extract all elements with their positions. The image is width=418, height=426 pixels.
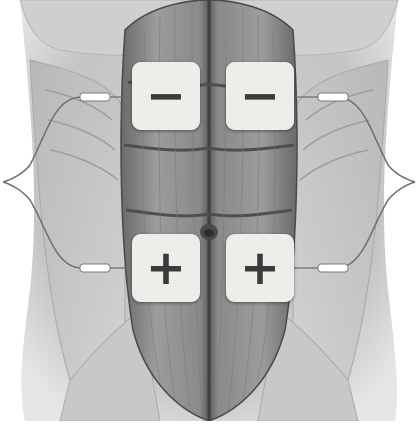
electrode-pad-top-left[interactable]: − [132,62,200,130]
plus-symbol: + [240,244,280,292]
plus-symbol: + [146,244,186,292]
electrode-pad-bottom-right[interactable]: + [226,234,294,302]
minus-symbol: − [240,72,280,120]
minus-symbol: − [146,72,186,120]
electrode-pad-top-right[interactable]: − [226,62,294,130]
electrode-pad-bottom-left[interactable]: + [132,234,200,302]
